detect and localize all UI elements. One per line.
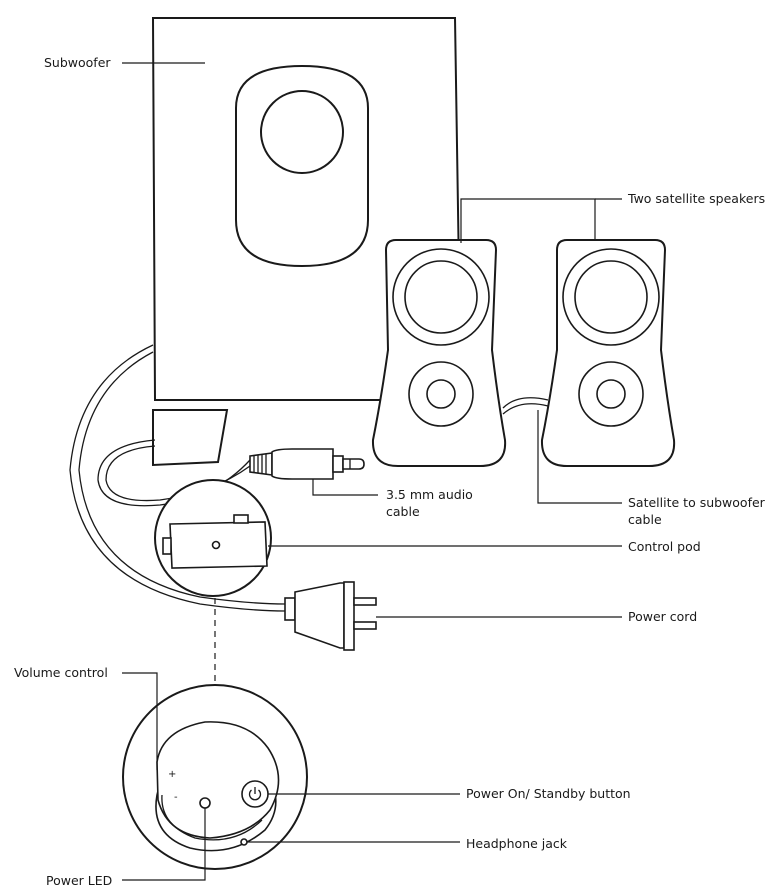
label-subwoofer: Subwoofer [44, 55, 111, 70]
control-pod [154, 479, 272, 597]
label-satellite-cable-line2: cable [628, 512, 662, 527]
label-power-led: Power LED [46, 873, 113, 888]
label-power-button: Power On/ Standby button [466, 786, 631, 801]
label-audio-cable-line1: 3.5 mm audio [386, 487, 473, 502]
label-volume-control: Volume control [14, 665, 108, 680]
subwoofer [151, 17, 463, 467]
satellite-speaker-left [371, 239, 507, 467]
satellite-to-subwoofer-cable [502, 397, 549, 415]
label-satellite-speakers: Two satellite speakers [628, 191, 766, 206]
label-power-cord: Power cord [628, 609, 698, 624]
label-control-pod: Control pod [628, 539, 701, 554]
volume-plus-mark: + [168, 769, 176, 780]
label-headphone-jack: Headphone jack [466, 836, 568, 851]
leader-lines [122, 62, 622, 881]
control-pod-detail: + - [122, 684, 308, 870]
power-icon [248, 787, 262, 801]
power-cord-wire [69, 344, 286, 612]
satellite-speaker-right [540, 239, 676, 467]
volume-minus-mark: - [174, 792, 178, 803]
power-plug [284, 581, 377, 651]
label-satellite-cable-line1: Satellite to subwoofer [628, 495, 765, 510]
audio-cable [97, 439, 365, 507]
label-audio-cable-line2: cable [386, 504, 420, 519]
